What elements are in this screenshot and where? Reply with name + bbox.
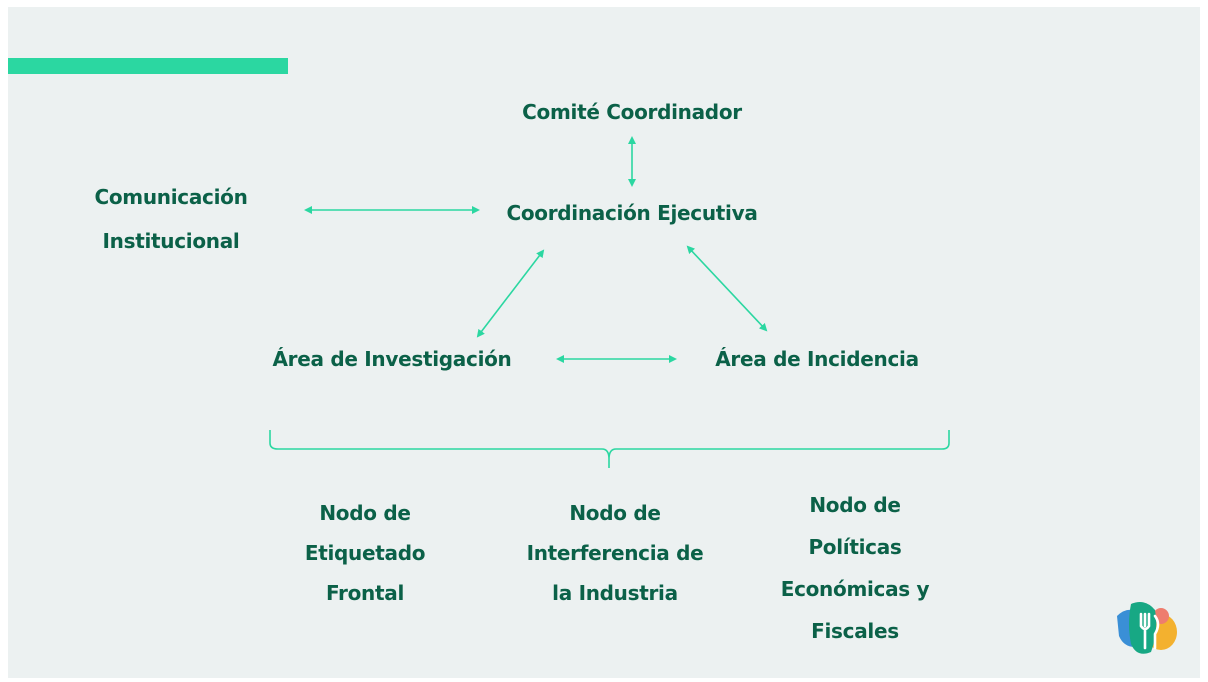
arrow-coordinacion-investigacion: [476, 249, 545, 338]
accent-bar: [8, 58, 288, 74]
node-line: Frontal: [325, 581, 405, 605]
node-line: la Industria: [552, 581, 678, 605]
node-line: Fiscales: [811, 619, 899, 643]
node-area-incidencia: Área de Incidencia: [715, 347, 919, 371]
curly-bracket: [269, 430, 950, 468]
node-line: Nodo de: [319, 501, 411, 525]
node-etiquetado-frontal: Nodo de Etiquetado Frontal: [265, 493, 465, 613]
node-politicas-economicas-fiscales: Nodo de Políticas Económicas y Fiscales: [755, 484, 955, 652]
node-line: Interferencia de: [526, 541, 704, 565]
organization-logo: [1117, 602, 1177, 654]
node-line: Comunicación: [94, 185, 248, 209]
node-line: Económicas y: [780, 577, 930, 601]
node-line: Institucional: [102, 229, 240, 253]
node-line: Nodo de: [809, 493, 901, 517]
node-area-investigacion: Área de Investigación: [272, 347, 512, 371]
connectors: [269, 136, 950, 468]
node-coordinacion-ejecutiva: Coordinación Ejecutiva: [506, 201, 758, 225]
arrow-coordinacion-incidencia: [686, 245, 768, 332]
node-comite-coordinador: Comité Coordinador: [522, 100, 742, 124]
node-interferencia-industria: Nodo de Interferencia de la Industria: [505, 493, 725, 613]
node-comunicacion-institucional: Comunicación Institucional: [71, 175, 271, 263]
slide: Comité Coordinador Coordinación Ejecutiv…: [8, 7, 1200, 678]
node-line: Nodo de: [569, 501, 661, 525]
node-line: Políticas: [808, 535, 902, 559]
node-line: Etiquetado: [304, 541, 426, 565]
